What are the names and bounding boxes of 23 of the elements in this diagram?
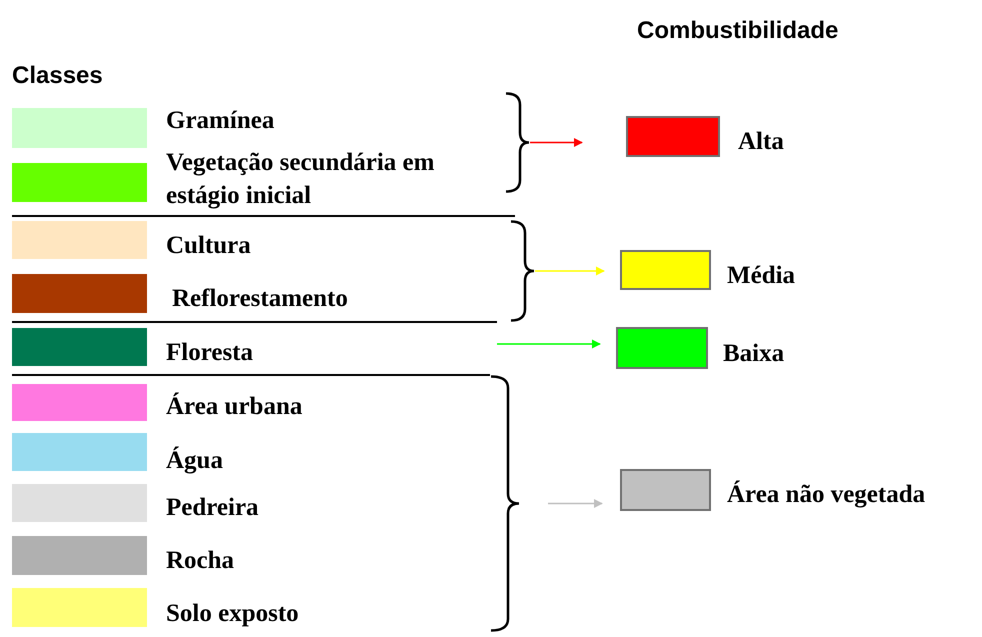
legend-label: Floresta (166, 338, 254, 368)
arrow (548, 499, 603, 508)
legend-label: Área urbana (166, 392, 302, 422)
curly-bracket (505, 92, 530, 193)
heading: Classes (12, 62, 103, 90)
legend-label: Rocha (166, 546, 234, 576)
legend-label: Água (166, 446, 223, 476)
heading: Combustibilidade (637, 17, 838, 45)
combustibility-label: Área não vegetada (727, 480, 926, 510)
legend-label: Cultura (166, 231, 251, 261)
arrow (497, 340, 601, 348)
legend-label: Solo exposto (166, 599, 299, 629)
legend-label: Gramínea (166, 106, 274, 136)
curly-bracket (510, 220, 535, 322)
combustibility-label: Média (727, 261, 796, 291)
curly-bracket (490, 375, 520, 632)
legend-label: Pedreira (166, 493, 259, 523)
arrow (530, 138, 583, 147)
legend-label: Vegetação secundária em estágio inicial (166, 148, 436, 211)
combustibility-label: Alta (738, 127, 784, 157)
combustibility-label: Baixa (723, 339, 784, 369)
arrow (535, 266, 605, 276)
legend-label: Reflorestamento (172, 284, 348, 314)
